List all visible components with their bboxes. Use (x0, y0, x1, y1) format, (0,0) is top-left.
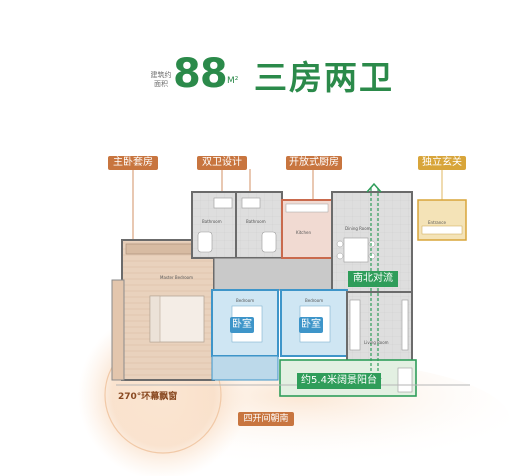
corridor (213, 257, 345, 291)
tag-dual-bath: 双卫设计 (197, 156, 247, 170)
room-label-dining: Dining Room (345, 226, 371, 231)
airflow-arrow-icon (366, 182, 382, 193)
dining-chair (368, 240, 376, 248)
kitchen-counter (285, 203, 329, 213)
room-label-bed2: Bedroom (305, 298, 324, 303)
bathroom-1-vanity (213, 197, 233, 209)
dining-chair (336, 252, 344, 260)
dining-table (343, 237, 369, 263)
room-label-kitchen: Kitchen (296, 230, 312, 235)
living-sofa (349, 299, 361, 351)
room-label-bed1: Bedroom (236, 298, 255, 303)
label-bay-window: 270°环幕飘窗 (118, 392, 178, 402)
layout-title: 三房两卫 (254, 58, 394, 97)
room-label-bath2: Bathroom (246, 219, 266, 224)
bathroom-2-tub (261, 231, 277, 253)
label-south-facing: 四开间朝南 (238, 412, 294, 426)
label-balcony: 约5.4米阔景阳台 (297, 373, 381, 389)
room-label-bath1: Bathroom (202, 219, 222, 224)
tag-entrance: 独立玄关 (418, 156, 466, 170)
room-label-entrance: Entrance (428, 220, 446, 225)
label-bedroom-b: 卧室 (299, 317, 323, 333)
area-caption: 建筑约面积 (150, 71, 172, 88)
area-value: 88 (173, 51, 228, 97)
master-bed-pillows (149, 295, 161, 343)
bathroom-2-vanity (241, 197, 261, 209)
tag-master-suite: 主卧套房 (108, 156, 158, 170)
label-bedroom-a: 卧室 (230, 317, 254, 333)
room-label-master: Master Bedroom (160, 275, 194, 280)
dining-chair (368, 252, 376, 260)
room-label-living: Living Room (364, 340, 389, 345)
bathroom-1-tub (197, 231, 213, 253)
tag-open-kitchen: 开放式厨房 (286, 156, 342, 170)
label-ns-ventilation: 南北对流 (348, 271, 398, 287)
entrance-cabinet (421, 225, 463, 235)
living-tv (401, 299, 409, 351)
area-unit: M² (227, 76, 239, 86)
bedroom-1-window (211, 355, 279, 381)
bay-window (111, 279, 125, 381)
balcony-washer (397, 367, 413, 393)
dining-chair (336, 240, 344, 248)
